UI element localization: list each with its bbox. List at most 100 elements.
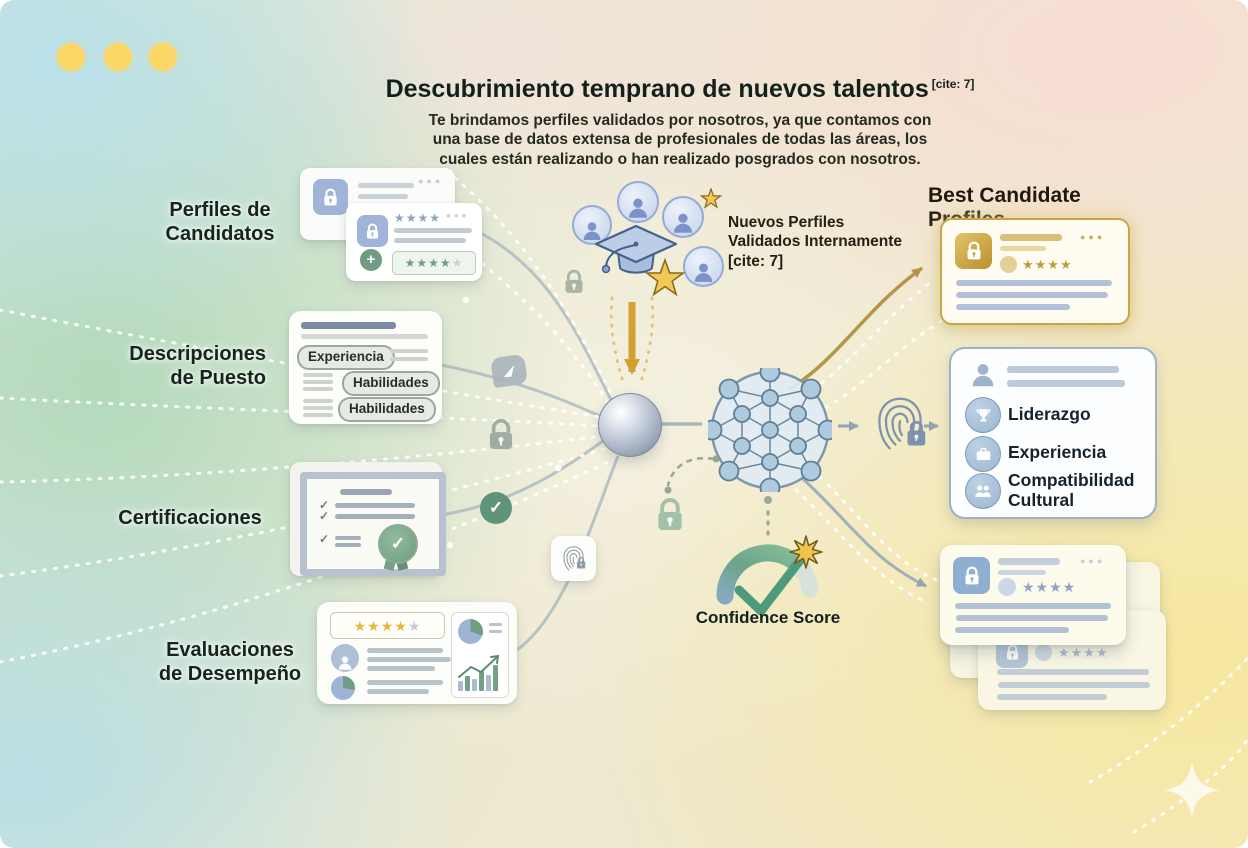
list-line [303,373,333,377]
lock-icon [561,267,587,297]
gold-arrow [609,296,655,384]
avatar [331,644,359,672]
evaluation-card: ★★★★★ [317,602,517,704]
text-line [367,666,435,671]
header: Descubrimiento temprano de nuevos talent… [370,75,990,170]
subtitle-line: Te brindamos perfiles validados por noso… [428,111,932,129]
text-line [335,536,361,540]
text-line [367,657,451,662]
avatar-dot [1000,256,1017,273]
label-candidate-profiles: Perfiles de Candidatos [165,199,275,246]
text-line [489,630,502,633]
text-line [1007,366,1119,373]
bar-chart-icon [457,654,503,691]
plus-icon: + [366,250,376,268]
pie-chart-icon [331,676,355,700]
text-line [1007,380,1125,387]
title-citation: [cite: 7] [931,76,975,91]
text-line [335,503,415,508]
certification-card: ✓ ✓ ✓ ✓ [290,462,446,576]
skills-card: Liderazgo Experiencia Compatibilidad Cul… [949,347,1157,519]
text-line [335,514,415,519]
people-icon [965,473,1001,509]
text-line [998,558,1060,565]
check-icon: ✓ [319,532,330,546]
best-candidate-card: ●●● ★★★★ [940,218,1130,325]
text-line [367,680,443,685]
lock-tile [313,179,348,215]
tag-experiencia[interactable]: Experiencia [297,345,395,370]
fingerprint-tile [551,536,596,581]
text-line [997,669,1149,675]
check-icon: ✓ [319,509,330,523]
subtitle-line: una base de datos extensa de profesional… [432,131,928,149]
lock-icon [1004,643,1021,662]
sparkle-icon [1164,762,1220,818]
text-line [301,334,428,339]
tag-habilidades-1[interactable]: Habilidades [342,371,440,396]
text-line [956,280,1112,286]
check-icon: ✓ [319,498,330,512]
neural-network-icon [708,368,832,492]
text-line [998,682,1150,688]
star-rating-pill: ★★★★★ [330,612,445,639]
text-line [390,349,428,353]
avatar [617,181,659,223]
avatar-dot [1035,644,1052,661]
text-line [997,694,1107,700]
text-line [955,603,1111,609]
window-dot-3[interactable] [149,43,177,71]
avatar [683,246,724,287]
lock-icon [962,565,982,587]
flow-arrows [787,266,939,588]
lock-icon [964,240,984,262]
data-sphere [598,393,662,457]
person-icon [968,360,998,390]
confidence-score-label: Confidence Score [695,608,841,627]
rating-stars: ★★★★ [1022,257,1073,272]
quill-icon [503,364,515,378]
validated-profiles-note: Nuevos Perfiles Validados Internamente [… [728,214,902,270]
window-dot-1[interactable] [57,43,85,71]
text-line [956,615,1108,621]
text-line [390,357,428,361]
fingerprint-icon [560,543,587,574]
star-icon [644,258,686,297]
person-icon [336,654,354,672]
job-description-card: Experiencia Habilidades Habilidades [289,311,442,424]
lock-icon [321,187,340,208]
text-line [1000,246,1046,251]
fingerprint-lock-icon [871,391,929,457]
avatar-dot [998,578,1016,596]
result-card-front: ●●● ★★★★ [940,545,1126,645]
list-line [303,406,333,410]
skill-label: Compatibilidad Cultural [1008,470,1135,511]
lock-tile [357,215,388,247]
briefcase-icon [965,436,1001,472]
text-line [335,543,361,547]
subtitle-line: cuales están realizando o han realizado … [439,151,921,169]
list-line [303,399,333,403]
text-line [394,238,466,243]
text-line [394,228,472,233]
person-icon [691,260,716,285]
page-title: Descubrimiento temprano de nuevos talent… [385,75,929,103]
confidence-gauge [716,535,823,616]
add-profile-badge[interactable]: + [358,247,384,273]
candidate-card-front: ★★★★ ●●● + ★★★★★ [346,203,482,281]
certificate-frame: ✓ ✓ ✓ [300,472,446,576]
text-line [955,627,1069,633]
rating-stars: ★★★★ [1058,645,1109,660]
list-line [303,413,333,417]
tag-habilidades-2[interactable]: Habilidades [338,397,436,422]
window-dot-2[interactable] [104,43,132,71]
label-job-descriptions: Descripciones de Puesto [129,343,266,390]
star-icon [700,188,722,209]
rating-pill: ★★★★★ [392,251,476,275]
verified-check-icon: ✓ [480,492,512,524]
card-dots-icon: ●●● [1080,556,1106,566]
skill-label: Experiencia [1008,442,1107,462]
rating-stars: ★★★★ [1022,579,1077,595]
card-dots-icon: ●●● [446,211,470,220]
